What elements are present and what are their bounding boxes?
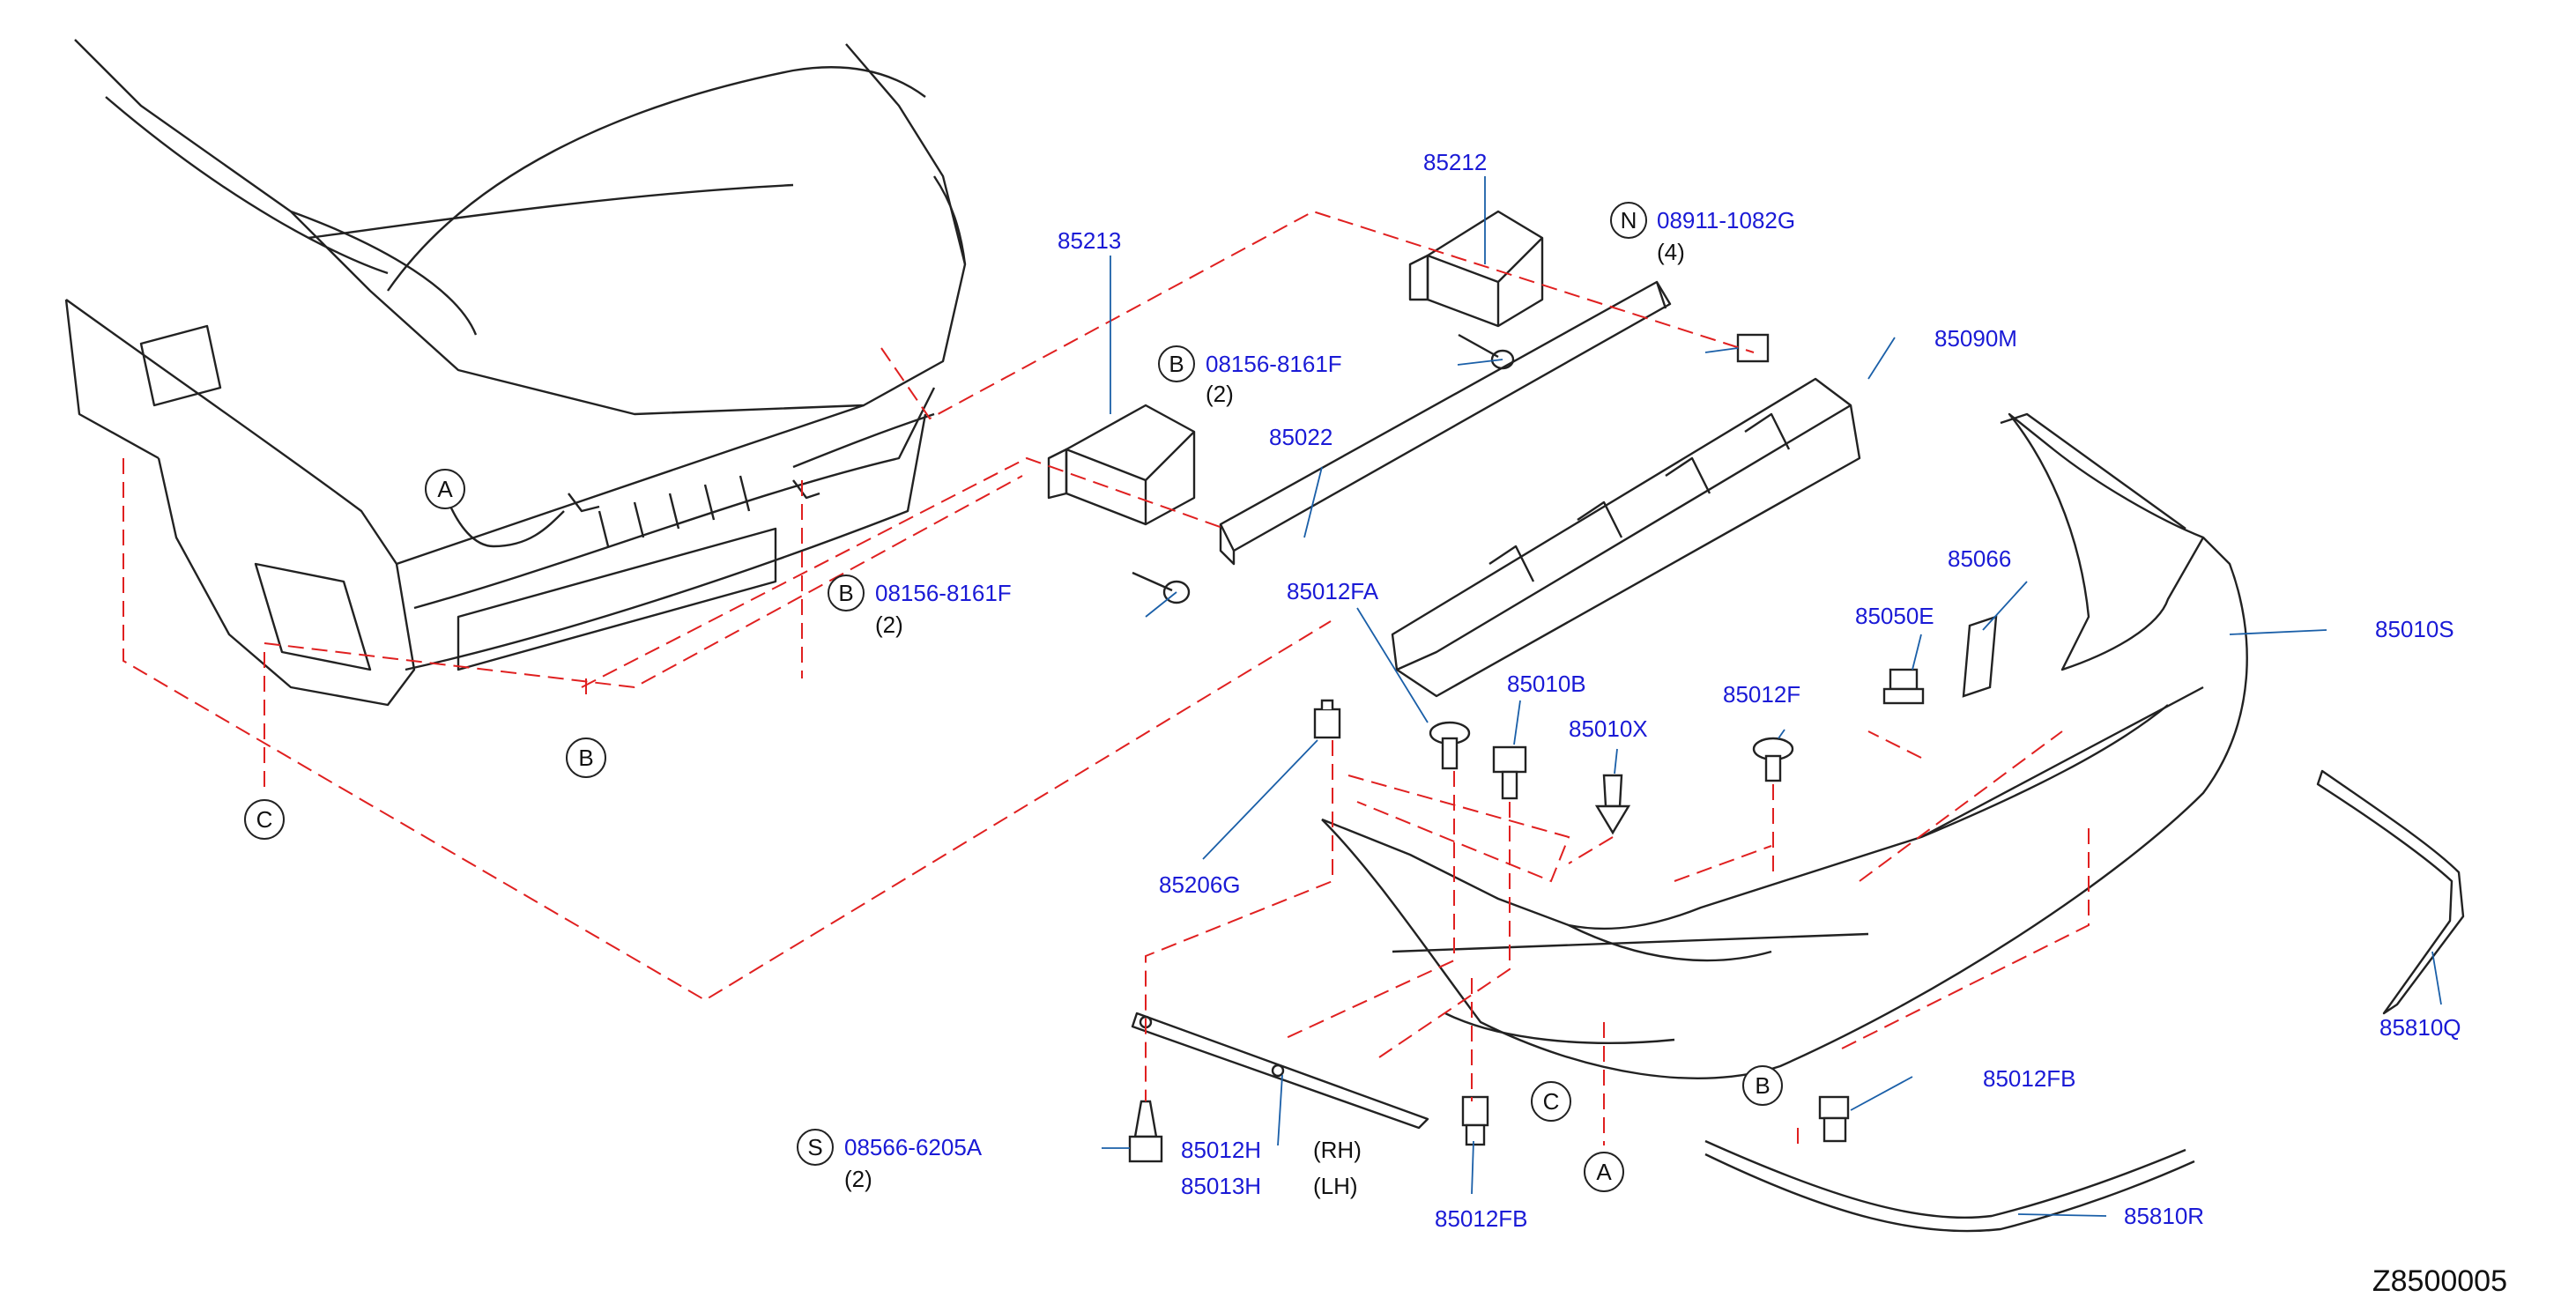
callout-n — [1610, 202, 1647, 239]
callout-c-left-text: C — [256, 806, 273, 833]
label-bolt-b2-qty: (2) — [875, 612, 903, 638]
callout-c-bottom-text: C — [1543, 1088, 1560, 1115]
label-85212: 85212 — [1423, 149, 1487, 175]
label-85090M: 85090M — [1934, 325, 2017, 352]
fasteners — [1128, 333, 1998, 1163]
callout-letters: A B C N B B S A B C — [256, 207, 1771, 1185]
assembly-dash-lines — [122, 210, 2090, 1145]
label-85810Q: 85810Q — [2379, 1014, 2461, 1041]
clip-85012FB-bottom — [1461, 1095, 1489, 1146]
callout-b-mark1-text: B — [1169, 351, 1184, 377]
callout-c-left — [244, 799, 285, 840]
callout-a-bottom-text: A — [1596, 1159, 1612, 1185]
label-85810R: 85810R — [2124, 1203, 2204, 1229]
clip-85012F — [1752, 737, 1794, 782]
clip-85010X — [1594, 774, 1631, 835]
label-85012H: 85012H — [1181, 1137, 1261, 1163]
label-screw-s-qty: (2) — [844, 1166, 872, 1192]
label-bolt-b2: 08156-8161F — [875, 580, 1012, 606]
label-85213: 85213 — [1058, 227, 1121, 254]
label-85010B: 85010B — [1507, 671, 1586, 697]
callout-b-mark2 — [828, 574, 865, 612]
callout-c-bottom — [1531, 1081, 1571, 1122]
label-85010S: 85010S — [2375, 616, 2454, 642]
callout-s-text: S — [807, 1134, 822, 1160]
label-bolt-b1-qty: (2) — [1206, 381, 1234, 407]
label-85022: 85022 — [1269, 424, 1333, 450]
bumper-stay-left — [1047, 404, 1196, 604]
label-85012F: 85012F — [1723, 681, 1800, 708]
callout-n-text: N — [1621, 207, 1637, 233]
leader-lines — [1102, 176, 2442, 1217]
label-screw-s: 08566-6205A — [844, 1134, 983, 1160]
energy-absorber — [1391, 377, 1861, 698]
part-labels: 85212 85213 85022 85090M 85012FA 85066 8… — [844, 149, 2461, 1232]
callout-b-mark1 — [1158, 345, 1195, 382]
callout-b-mark2-text: B — [838, 580, 853, 606]
nut-N — [1736, 333, 1770, 363]
callout-a-top — [425, 469, 465, 509]
callout-circles — [244, 202, 1783, 1192]
screw-S — [1128, 1100, 1163, 1163]
label-85066: 85066 — [1948, 545, 2011, 572]
clip-85050E — [1882, 668, 1925, 705]
clip-85012FA — [1429, 721, 1471, 770]
bolt-85010B — [1492, 745, 1527, 800]
callout-a-top-text: A — [437, 476, 453, 502]
clip-85012FB-right — [1818, 1095, 1850, 1143]
bumper-fascia — [1321, 412, 2248, 1079]
label-85013H: 85013H — [1181, 1173, 1261, 1199]
label-85012FB-bottom: 85012FB — [1435, 1205, 1528, 1232]
callout-a-bottom — [1584, 1152, 1624, 1192]
trim-85066 — [1962, 615, 1998, 698]
label-bolt-b1: 08156-8161F — [1206, 351, 1342, 377]
bumper-stay-right — [1408, 210, 1544, 370]
label-85050E: 85050E — [1855, 603, 1934, 629]
callout-s — [797, 1129, 834, 1166]
label-85206G: 85206G — [1159, 871, 1241, 898]
side-molding — [2316, 769, 2465, 1015]
car-body-rear — [64, 39, 967, 707]
callout-b-top — [566, 738, 606, 778]
label-lh: (LH) — [1313, 1173, 1358, 1199]
lower-molding — [1704, 1139, 2195, 1233]
label-bolt-n-qty: (4) — [1657, 239, 1685, 265]
label-85012FB-right: 85012FB — [1983, 1065, 2076, 1092]
label-bolt-n: 08911-1082G — [1657, 207, 1795, 233]
diagram-reference-code: Z8500005 — [2372, 1264, 2507, 1298]
callout-b-bottom-text: B — [1755, 1072, 1770, 1099]
callout-b-top-text: B — [578, 745, 593, 771]
label-rh: (RH) — [1313, 1137, 1362, 1163]
label-85010X: 85010X — [1569, 715, 1648, 742]
callout-b-bottom — [1742, 1065, 1783, 1106]
clip-85206G — [1313, 699, 1341, 739]
label-85012FA: 85012FA — [1287, 578, 1379, 604]
